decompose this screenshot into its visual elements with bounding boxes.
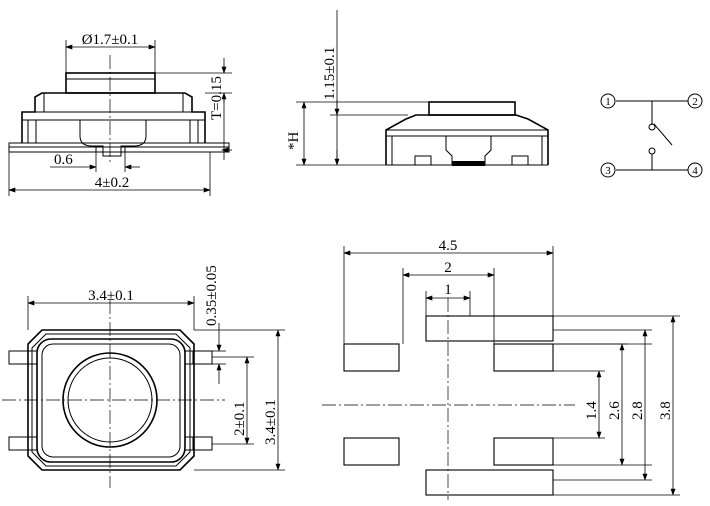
dim-footprint-width-mid: 2: [444, 260, 452, 276]
pin-4-label: 4: [692, 165, 698, 177]
dim-height-h: *H: [286, 132, 302, 151]
side-view: *H 1.15±0.1: [286, 10, 549, 166]
dim-footprint-height-3: 2.8: [630, 401, 646, 420]
dim-travel: T=0.15: [209, 76, 225, 120]
switch-schematic: 1 2 3 4: [600, 93, 703, 178]
dim-body-width: 3.4±0.1: [88, 288, 134, 304]
dim-footprint-height-2: 2.6: [607, 401, 623, 420]
pin-1-label: 1: [605, 96, 611, 108]
dim-overall-width: 4±0.2: [95, 175, 129, 191]
pin-3-label: 3: [605, 165, 611, 177]
dim-lead-thickness: 0.35±0.05: [204, 265, 220, 326]
pcb-footprint: 4.5 2 1 1.4 2.6 2.8 3.8: [322, 238, 680, 500]
dim-footprint-height-1: 1.4: [584, 401, 600, 420]
dim-top-diameter: Ø1.7±0.1: [82, 32, 139, 48]
dim-footprint-height-4: 3.8: [658, 401, 674, 420]
front-view: Ø1.7±0.1 T=0.15 0.6 4±0.2: [8, 32, 232, 196]
dim-lead-pitch: 2±0.1: [232, 402, 248, 436]
dim-footprint-width-inner: 1: [444, 282, 452, 298]
pin-2-label: 2: [692, 96, 698, 108]
dim-lead-offset: 0.6: [54, 152, 73, 168]
dim-total-height: 1.15±0.1: [322, 47, 338, 100]
dim-footprint-width-outer: 4.5: [439, 238, 458, 254]
top-view: 3.4±0.1 0.35±0.05 2±0.1 3.4±0.1: [2, 265, 285, 488]
dim-body-height: 3.4±0.1: [263, 399, 279, 445]
